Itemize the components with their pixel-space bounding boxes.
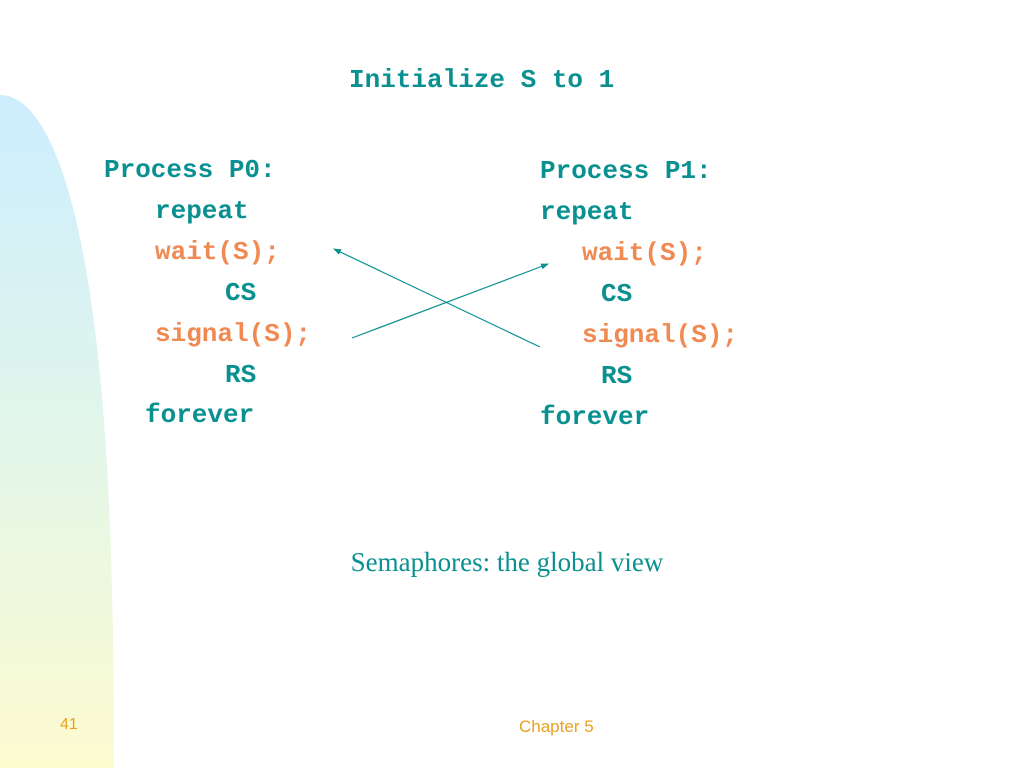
p0-rs: RS — [225, 360, 257, 390]
p0-repeat: repeat — [155, 196, 249, 226]
p1-header: Process P1: — [540, 156, 712, 186]
slide-number: 41 — [60, 716, 78, 733]
p0-signal: signal(S); — [155, 319, 312, 349]
p1-signal: signal(S); — [582, 320, 739, 350]
slide-caption: Semaphores: the global view — [350, 547, 664, 577]
p0-forever: forever — [145, 400, 255, 430]
chapter-label: Chapter 5 — [519, 717, 594, 736]
p1-forever: forever — [540, 402, 650, 432]
side-band-shape — [0, 95, 114, 768]
p1-repeat: repeat — [540, 197, 634, 227]
p1-wait: wait(S); — [582, 238, 707, 268]
p0-header: Process P0: — [104, 155, 276, 185]
p1-rs: RS — [601, 361, 633, 391]
p0-wait: wait(S); — [155, 237, 280, 267]
p0-cs: CS — [225, 278, 257, 308]
slide-title: Initialize S to 1 — [349, 65, 615, 95]
p1-cs: CS — [601, 279, 633, 309]
